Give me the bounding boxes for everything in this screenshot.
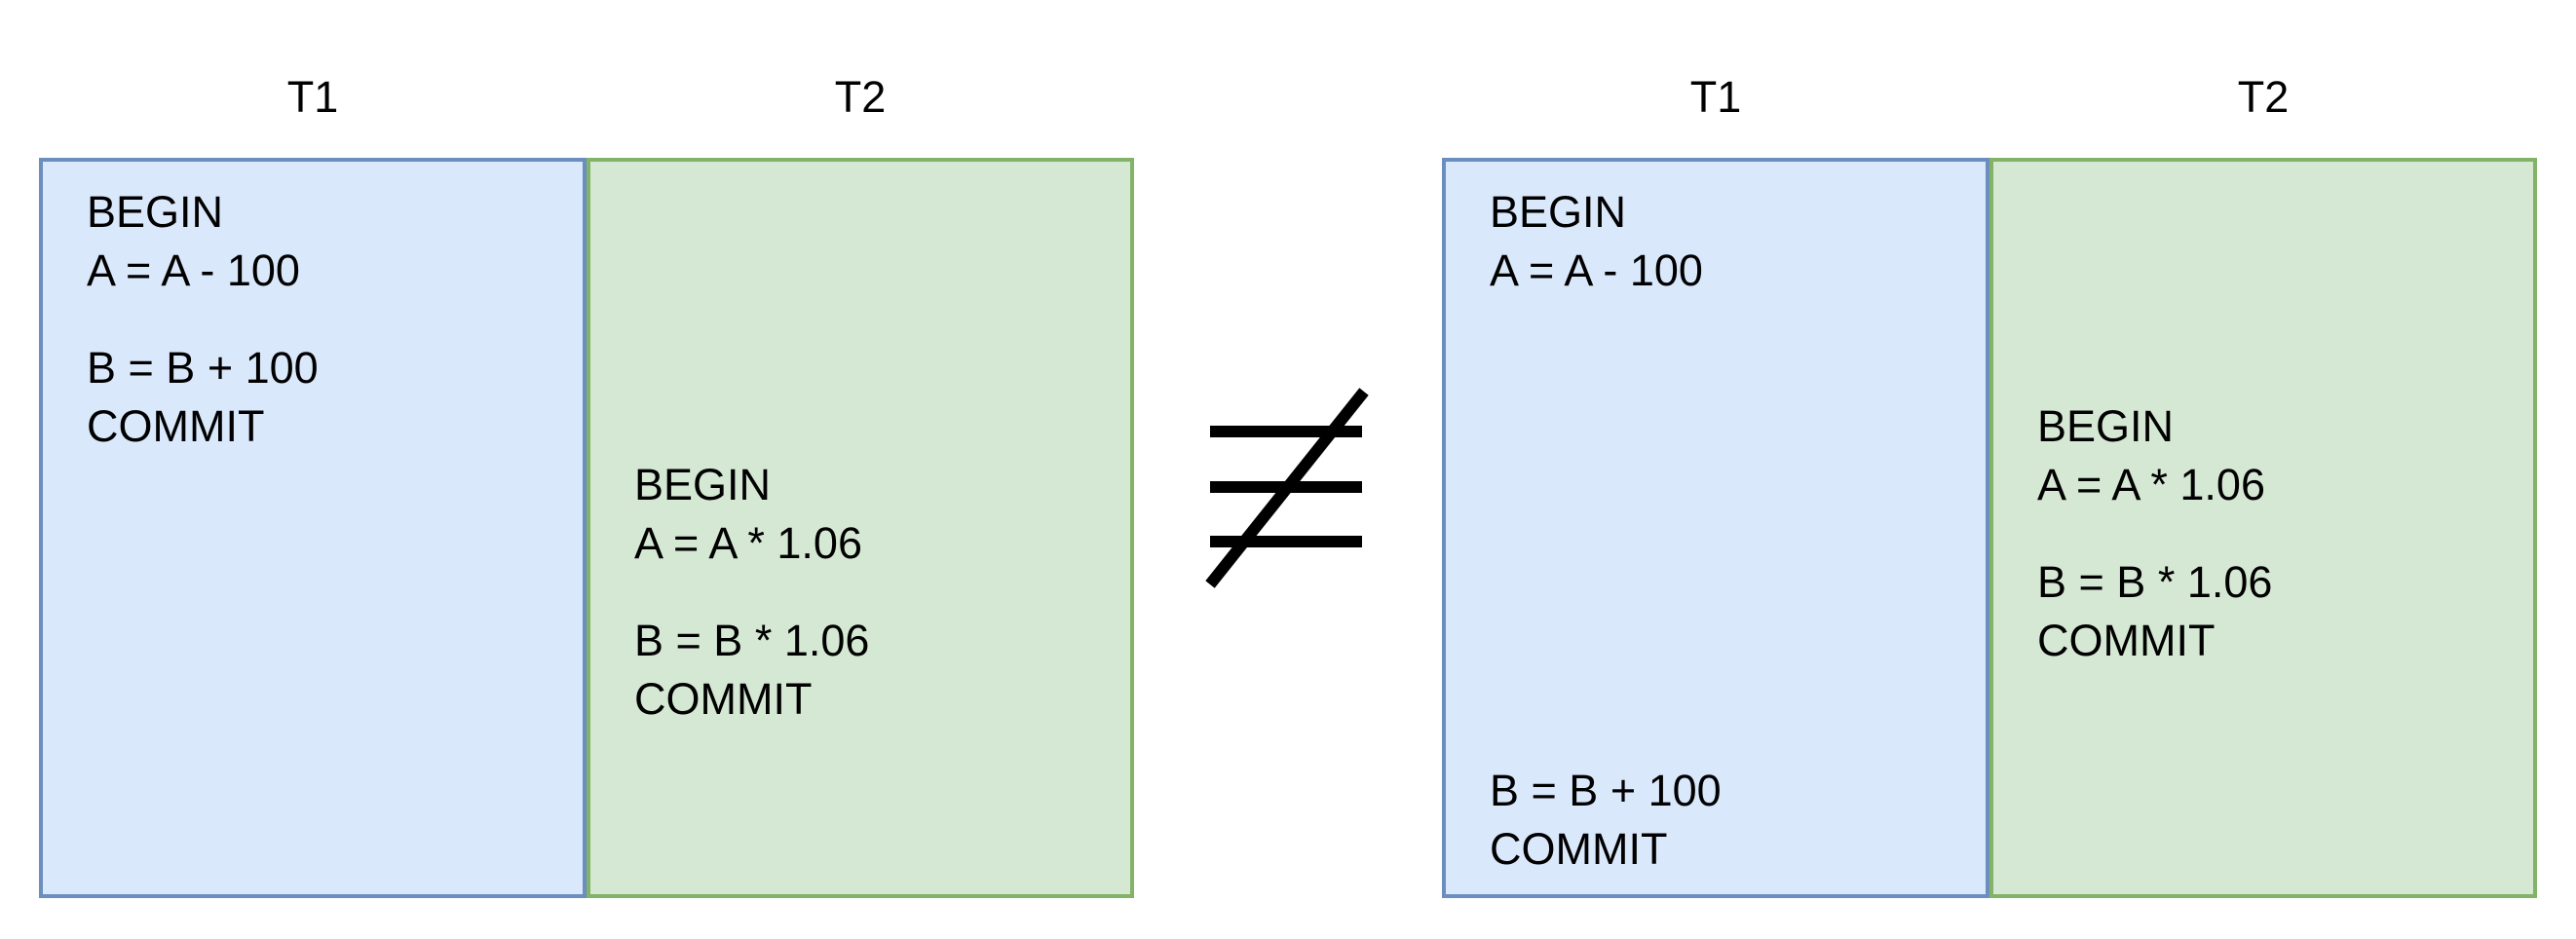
statement-group: BEGIN A = A - 100 B = B + 100 COMMIT	[87, 183, 319, 456]
column-header-t1: T1	[1689, 72, 1742, 122]
statement-commit: COMMIT	[2037, 616, 2216, 665]
transaction-column-t2: BEGIN A = A * 1.06 B = B * 1.06 COMMIT	[1989, 158, 2537, 898]
transaction-column-t1: BEGIN A = A - 100 B = B + 100 COMMIT	[39, 158, 587, 898]
statement-begin: BEGIN	[2037, 401, 2175, 451]
column-header-t2: T2	[2237, 72, 2290, 122]
statement-group: BEGIN A = A * 1.06 B = B * 1.06 COMMIT	[2037, 397, 2272, 670]
statement-commit: COMMIT	[87, 401, 265, 451]
negation-slash	[1205, 388, 1369, 588]
statement-commit: COMMIT	[1490, 824, 1668, 874]
statement-update-a: A = A - 100	[1490, 245, 1703, 295]
statement-update-b: B = B * 1.06	[634, 616, 870, 665]
statement-update-a: A = A - 100	[87, 245, 300, 295]
statement-begin: BEGIN	[87, 187, 224, 237]
schedule-serial: T1 T2 BEGIN A = A - 100 B = B + 100 COMM…	[39, 0, 1134, 939]
statement-update-b: B = B + 100	[1490, 766, 1722, 815]
transaction-column-t1: BEGIN A = A - 100 B = B + 100 COMMIT	[1442, 158, 1989, 898]
statement-begin: BEGIN	[1490, 187, 1627, 237]
statement-group: BEGIN A = A * 1.06 B = B * 1.06 COMMIT	[634, 456, 869, 729]
statement-group: BEGIN A = A - 100	[1490, 183, 1703, 300]
statement-update-a: A = A * 1.06	[2037, 460, 2265, 509]
not-equal-icon	[1205, 388, 1369, 588]
statement-update-b: B = B * 1.06	[2037, 557, 2273, 607]
column-header-t2: T2	[834, 72, 887, 122]
column-header-t1: T1	[286, 72, 339, 122]
schedule-interleaved: T1 T2 BEGIN A = A - 100 B = B + 100 COMM…	[1442, 0, 2537, 939]
statement-group: B = B + 100 COMMIT	[1490, 762, 1722, 879]
transaction-column-t2: BEGIN A = A * 1.06 B = B * 1.06 COMMIT	[587, 158, 1134, 898]
statement-update-a: A = A * 1.06	[634, 518, 862, 568]
statement-update-b: B = B + 100	[87, 343, 319, 393]
statement-begin: BEGIN	[634, 460, 772, 509]
statement-commit: COMMIT	[634, 674, 813, 724]
